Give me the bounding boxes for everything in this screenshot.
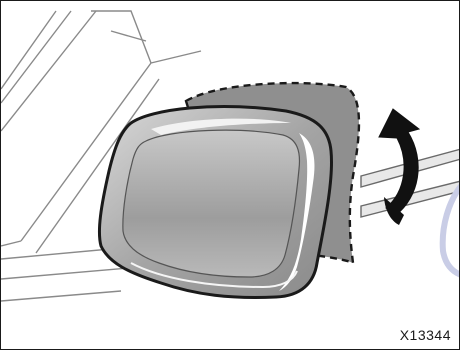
watermark-shape — [443, 186, 460, 275]
mirror-face — [123, 130, 300, 277]
figure-code: X13344 — [400, 327, 451, 343]
